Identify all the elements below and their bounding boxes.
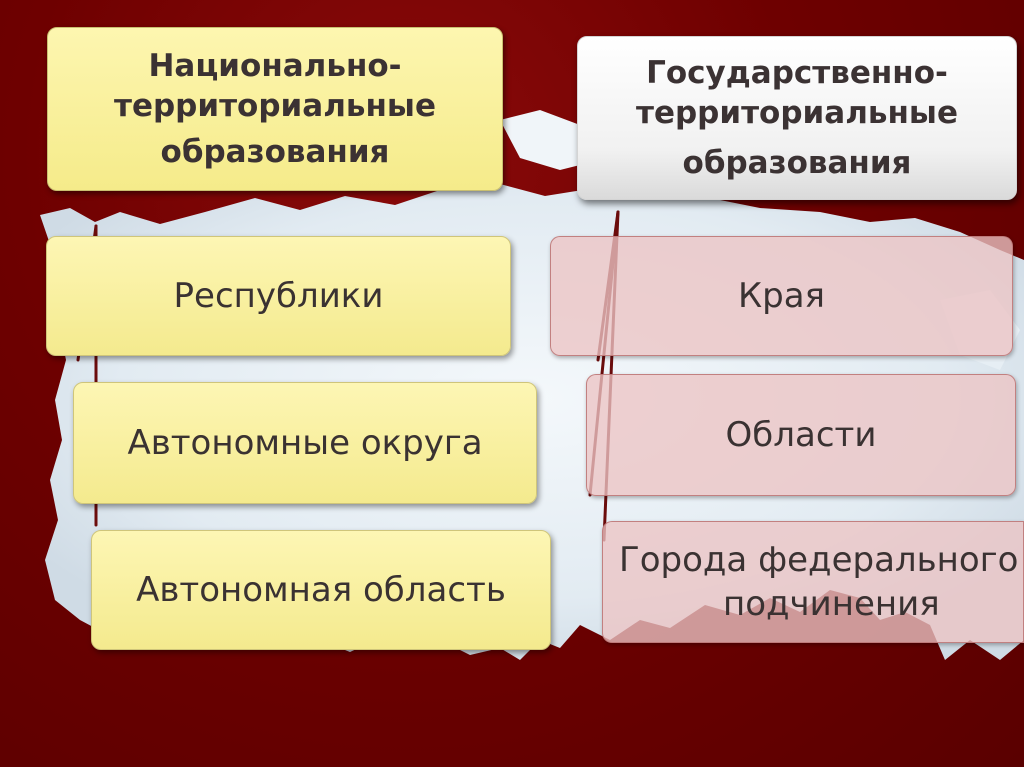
header-line-3: образования: [160, 134, 390, 170]
item-federal-cities: Города федерального подчинения: [602, 521, 1024, 643]
national-territorial-header: Национально- территориальные образования: [47, 27, 503, 191]
item-label: Края: [737, 276, 825, 316]
header-line-1: Государственно-: [646, 55, 948, 91]
item-label: Области: [725, 415, 877, 455]
item-autonomous-okrugs: Автономные округа: [73, 382, 537, 504]
item-label-line-2: подчинения: [723, 584, 940, 624]
item-krais: Края: [550, 236, 1013, 356]
item-label: Республики: [173, 276, 384, 316]
header-line-2: территориальные: [636, 95, 958, 131]
header-line-2: территориальные: [114, 88, 436, 124]
header-line-1: Национально-: [148, 48, 402, 84]
item-autonomous-oblast: Автономная область: [91, 530, 551, 650]
item-oblasts: Области: [586, 374, 1016, 496]
header-line-3: образования: [682, 145, 912, 181]
item-label-line-1: Города федерального: [619, 540, 1019, 580]
item-republics: Республики: [46, 236, 511, 356]
item-label: Автономные округа: [127, 423, 483, 463]
state-territorial-header: Государственно- территориальные образова…: [577, 36, 1017, 200]
item-label: Автономная область: [136, 570, 506, 610]
